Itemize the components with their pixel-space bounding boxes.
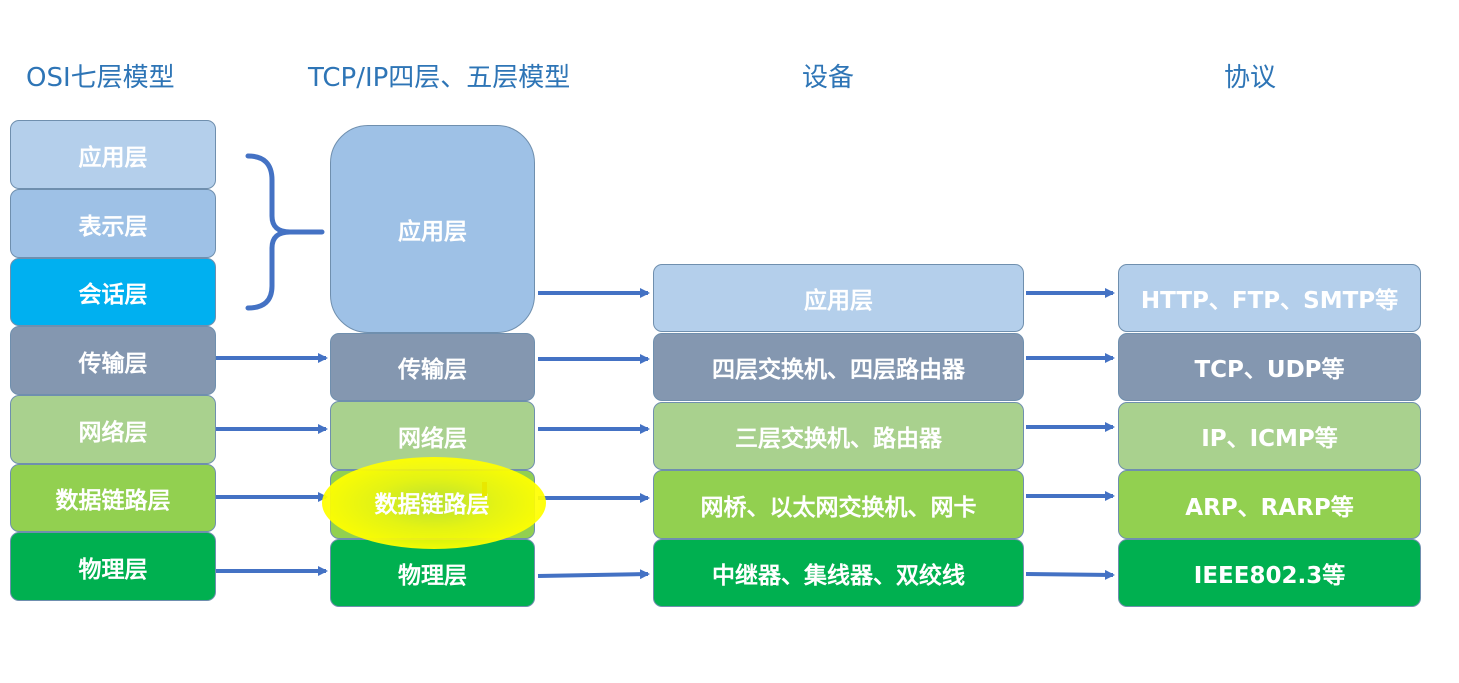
osi-physical-layer: 物理层 [10,532,216,601]
device-layer3: 三层交换机、路由器 [653,402,1024,470]
device-layer4: 四层交换机、四层路由器 [653,333,1024,401]
osi-session-layer: 会话层 [10,258,216,326]
arrow-device-physical [1025,569,1115,580]
text-cursor-mark [482,482,487,496]
protocol-physical: IEEE802.3等 [1118,539,1421,607]
tcpip-transport-layer: 传输层 [330,333,535,401]
device-layer2: 网桥、以太网交换机、网卡 [653,470,1024,539]
protocol-transport: TCP、UDP等 [1118,333,1421,401]
header-protocol: 协议 [1224,63,1277,93]
osi-transport-layer: 传输层 [10,326,216,395]
highlight-mark [322,457,546,549]
osi-application-layer: 应用层 [10,120,216,189]
osi-network-layer: 网络层 [10,395,216,464]
protocol-network: IP、ICMP等 [1118,402,1421,470]
device-layer1: 中继器、集线器、双绞线 [653,539,1024,607]
grouping-brace [245,153,325,311]
protocol-datalink: ARP、RARP等 [1118,470,1421,539]
tcpip-application-layer: 应用层 [330,125,535,333]
tcpip-physical-layer: 物理层 [330,539,535,607]
header-osi: OSI七层模型 [26,63,175,93]
device-application: 应用层 [653,264,1024,332]
osi-presentation-layer: 表示层 [10,189,216,258]
tcpip-datalink-label: 数据链路层 [375,491,490,518]
header-device: 设备 [802,63,855,93]
osi-datalink-layer: 数据链路层 [10,464,216,532]
header-tcpip: TCP/IP四层、五层模型 [308,63,571,93]
protocol-application: HTTP、FTP、SMTP等 [1118,264,1421,332]
arrow-tcpip-physical [537,569,650,580]
